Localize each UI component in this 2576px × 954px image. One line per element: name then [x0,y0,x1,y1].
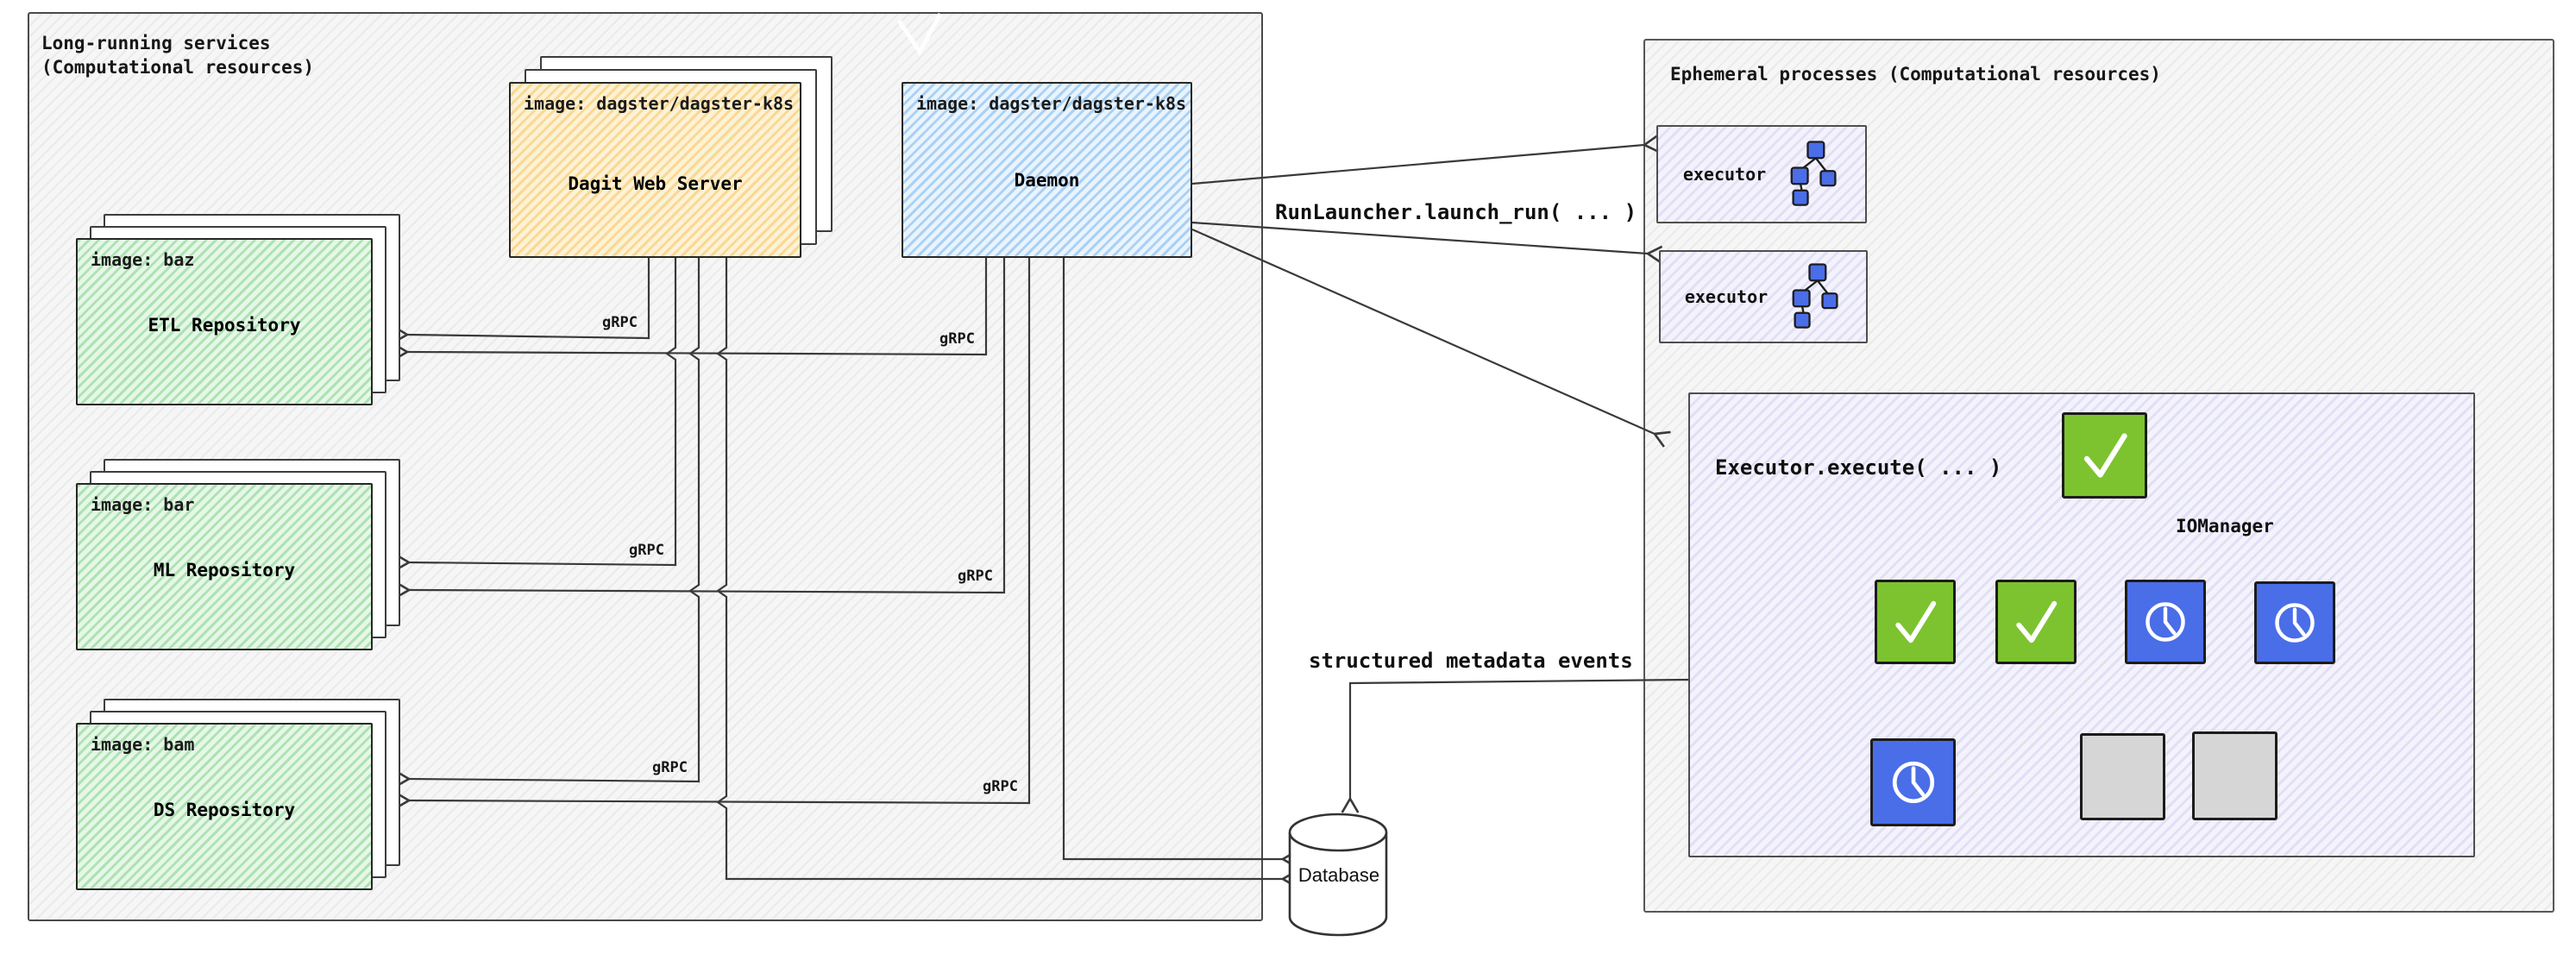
step-success-node [1875,580,1956,664]
step-waiting-node [1870,738,1956,826]
runlauncher-arrow-executor-1 [1191,135,1660,185]
grpc-label-dagit-ml: gRPC [629,542,664,559]
daemon-title: Daemon [1014,170,1080,191]
step-waiting-node [2125,580,2206,664]
check-icon [2083,433,2127,478]
etl-repo-title: ETL Repository [148,314,301,336]
runlauncher-label: RunLauncher.launch_run( ... ) [1275,200,1637,224]
runlauncher-arrow-executor-2 [1191,221,1663,264]
etl-repository-box: image: baz ETL Repository [76,238,373,405]
dagit-etl-grpc-line [381,254,650,344]
metadata-events-line [1341,678,1689,813]
ml-repository-box: image: bar ML Repository [76,483,373,650]
grpc-label-daemon-etl: gRPC [939,330,975,348]
clock-icon [2146,602,2185,642]
daemon-image-label: image: dagster/dagster-k8s [916,93,1187,114]
grpc-label-daemon-ml: gRPC [958,568,993,585]
executor-1-label: executor [1682,164,1767,185]
step-queued-node [2080,733,2165,820]
step-queued-node [2192,731,2278,820]
database-label: Database [1297,864,1380,886]
daemon-database-line [1062,254,1297,869]
grpc-label-dagit-etl: gRPC [602,314,638,331]
clock-icon [1892,761,1934,804]
grpc-label-daemon-ds: gRPC [983,778,1018,795]
step-success-node [1995,580,2077,664]
dagit-ml-grpc-line [383,254,677,572]
ml-repo-title: ML Repository [153,559,296,581]
daemon-etl-grpc-line [381,254,988,361]
ml-repo-image-label: image: bar [91,494,195,515]
executor-process-1: executor [1656,125,1867,223]
daemon-ml-grpc-line [383,254,1006,599]
clock-icon [2275,603,2315,643]
dagit-web-server-box: image: dagster/dagster-k8s Dagit Web Ser… [509,82,801,258]
ds-repository-box: image: bam DS Repository [76,723,373,890]
left-panel-title: Long-running services(Computational reso… [41,33,315,78]
dag-icon [1790,141,1837,206]
check-icon [2016,600,2058,643]
dagit-title: Dagit Web Server [568,173,743,194]
step-waiting-node [2254,581,2335,664]
iomanager-label: IOManager [2176,516,2274,537]
check-icon [1895,600,1937,643]
grpc-label-dagit-ds: gRPC [652,759,688,776]
dagit-ds-grpc-line [383,254,701,788]
etl-repo-image-label: image: baz [91,249,195,270]
step-success-node [2062,412,2147,499]
daemon-box: image: dagster/dagster-k8s Daemon [902,82,1192,258]
metadata-events-label: structured metadata events [1309,649,1633,673]
executor-process-2: executor [1659,250,1868,343]
executor-2-label: executor [1684,286,1769,307]
executor-execute-label: Executor.execute( ... ) [1715,455,2002,480]
dag-icon [1792,263,1838,329]
dagit-image-label: image: dagster/dagster-k8s [524,93,795,114]
right-panel-title: Ephemeral processes (Computational resou… [1670,64,2161,85]
ds-repo-image-label: image: bam [91,734,195,755]
runlauncher-arrow-executor-box [1191,228,1671,448]
database-icon [1288,813,1388,937]
sketch-artifact-v [896,12,943,56]
daemon-ds-grpc-line [383,254,1031,810]
ds-repo-title: DS Repository [153,799,296,820]
